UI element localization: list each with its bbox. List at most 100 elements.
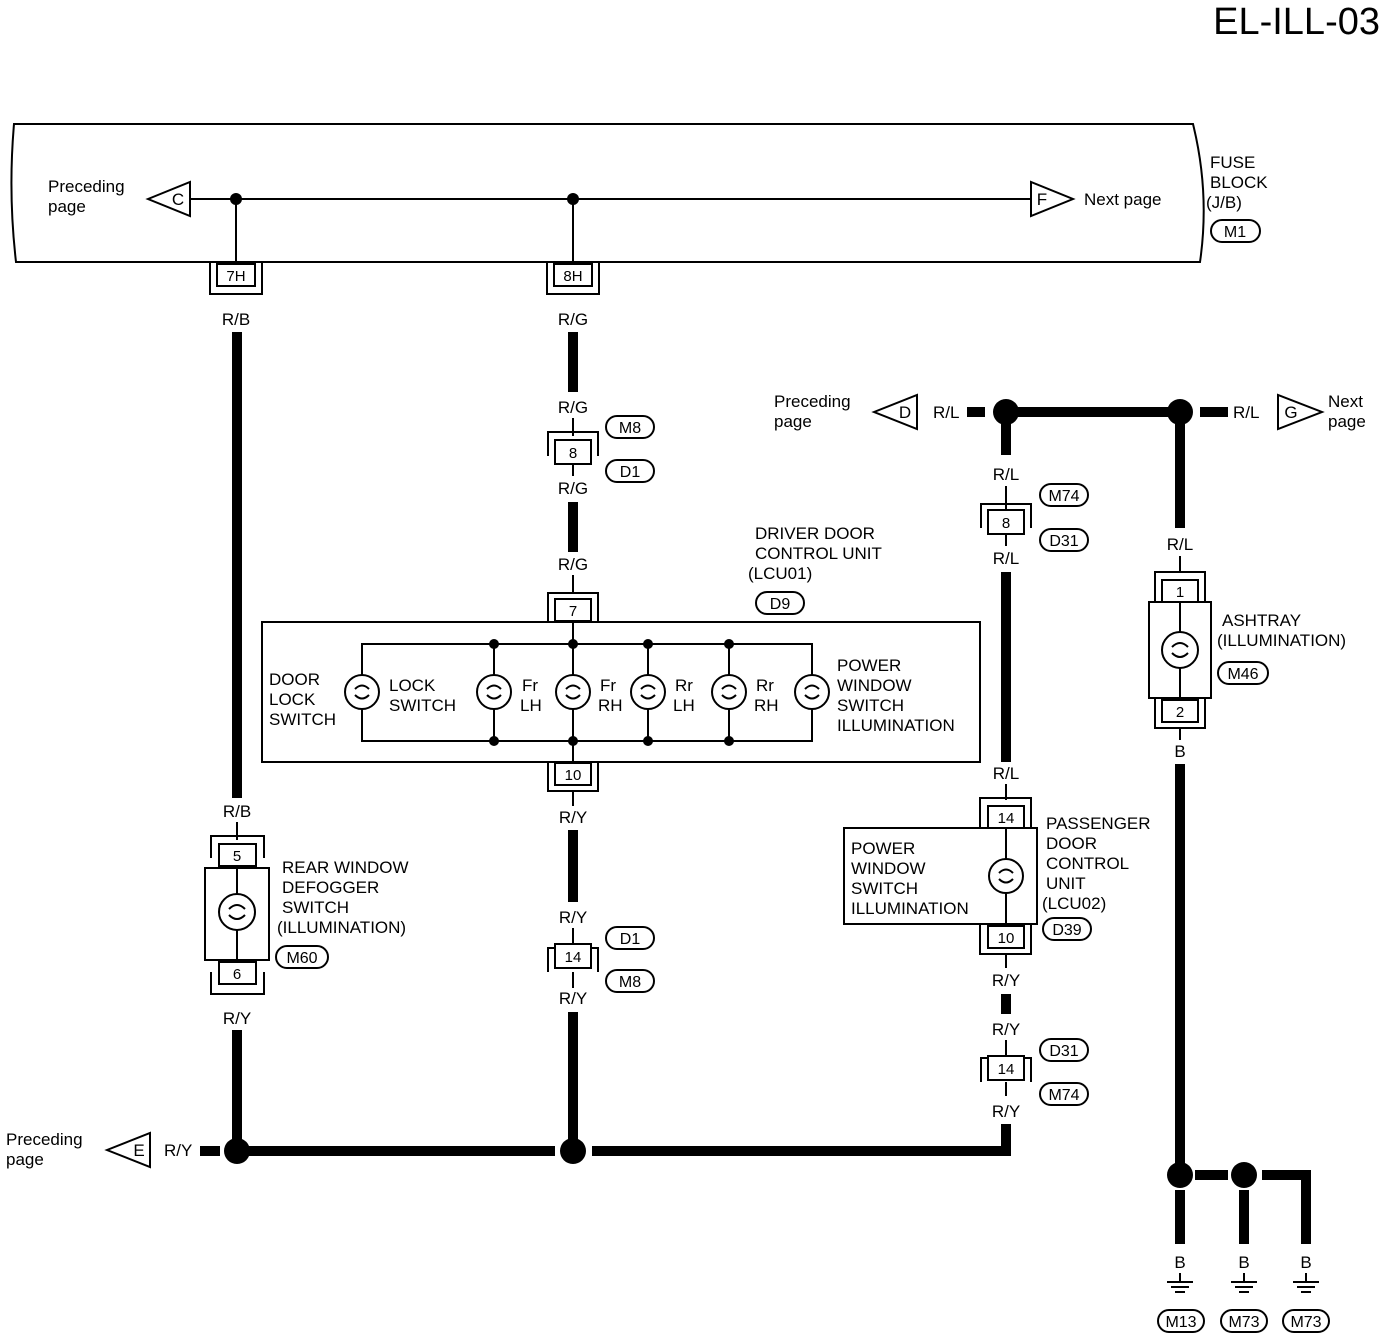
ashtray-illumination: 1 2 xyxy=(1148,571,1212,729)
wire-label-b-g1: B xyxy=(1174,1253,1185,1272)
svg-text:D: D xyxy=(899,403,911,422)
svg-text:F: F xyxy=(1037,190,1047,209)
svg-text:PASSENGER: PASSENGER xyxy=(1046,814,1151,833)
wire-label-rg-top: R/G xyxy=(558,310,588,329)
svg-text:SWITCH: SWITCH xyxy=(282,898,349,917)
ashtray-label: ASHTRAY (ILLUMINATION) xyxy=(1217,611,1346,650)
wire-label-ry-10: R/Y xyxy=(559,808,587,827)
svg-text:8H: 8H xyxy=(563,268,582,285)
connector-tag-M1: M1 xyxy=(1210,219,1261,243)
svg-text:RH: RH xyxy=(754,696,779,715)
svg-text:7: 7 xyxy=(569,603,577,620)
svg-text:page: page xyxy=(1328,412,1366,431)
pin-14-d1: 14 xyxy=(547,943,599,972)
wire-label-ry-d31: R/Y xyxy=(992,1020,1020,1039)
svg-text:(ILLUMINATION): (ILLUMINATION) xyxy=(1217,631,1346,650)
connector-tag-M8-lower: M8 xyxy=(605,969,655,993)
svg-text:CONTROL: CONTROL xyxy=(1046,854,1129,873)
wire-label-rl-ash: R/L xyxy=(1167,535,1193,554)
wire-label-rb-top: R/B xyxy=(222,310,250,329)
svg-text:SWITCH: SWITCH xyxy=(389,696,456,715)
rr-lh-lamp xyxy=(711,639,747,746)
passenger-unit-label: PASSENGER DOOR CONTROL UNIT (LCU02) xyxy=(1042,814,1151,913)
driver-unit-label: DRIVER DOOR CONTROL UNIT (LCU01) xyxy=(748,524,882,583)
pin-14-d31: 14 xyxy=(980,1055,1032,1082)
svg-text:WINDOW: WINDOW xyxy=(851,859,926,878)
svg-text:SWITCH: SWITCH xyxy=(851,879,918,898)
wire-label-rl-m74: R/L xyxy=(993,465,1019,484)
wire-label-b-g2: B xyxy=(1238,1253,1249,1272)
svg-text:M74: M74 xyxy=(1048,1087,1079,1104)
svg-text:D1: D1 xyxy=(620,931,641,948)
connector-tag-M8: M8 xyxy=(605,415,655,439)
connector-tag-D31: D31 xyxy=(1039,528,1089,552)
wire-label-ry-6: R/Y xyxy=(223,1009,251,1028)
next-page-label-g: Next page xyxy=(1328,392,1366,431)
splice-ry-left xyxy=(224,1138,250,1164)
svg-text:C: C xyxy=(172,190,184,209)
svg-text:Preceding: Preceding xyxy=(6,1130,83,1149)
wire-label-ry-pd10: R/Y xyxy=(992,971,1020,990)
pin-7: 7 xyxy=(547,592,599,622)
svg-text:Preceding: Preceding xyxy=(774,392,851,411)
svg-text:LOCK: LOCK xyxy=(269,690,316,709)
svg-text:POWER: POWER xyxy=(851,839,915,858)
svg-text:DOOR: DOOR xyxy=(1046,834,1097,853)
pin-7H: 7H xyxy=(209,262,263,295)
svg-text:FUSE: FUSE xyxy=(1210,153,1255,172)
svg-text:7H: 7H xyxy=(226,268,245,285)
svg-text:D9: D9 xyxy=(770,596,791,613)
next-page-label-f: Next page xyxy=(1084,190,1162,209)
svg-text:6: 6 xyxy=(233,966,241,983)
svg-text:D1: D1 xyxy=(620,464,641,481)
svg-text:ILLUMINATION: ILLUMINATION xyxy=(837,716,955,735)
svg-text:2: 2 xyxy=(1176,704,1184,721)
ground-symbol-M13: M13 xyxy=(1157,1273,1205,1333)
svg-text:Next: Next xyxy=(1328,392,1363,411)
svg-text:M8: M8 xyxy=(619,420,641,437)
svg-text:LH: LH xyxy=(520,696,542,715)
nav-arrow-E: E xyxy=(104,1131,151,1169)
lock-switch-lamp xyxy=(476,639,512,746)
svg-text:M73: M73 xyxy=(1290,1314,1321,1331)
svg-text:D39: D39 xyxy=(1052,922,1081,939)
wire-label-rl-d31: R/L xyxy=(993,549,1019,568)
svg-text:Rr: Rr xyxy=(675,676,693,695)
connector-tag-M74: M74 xyxy=(1039,483,1089,507)
svg-text:(ILLUMINATION): (ILLUMINATION) xyxy=(277,918,406,937)
connector-tag-D9: D9 xyxy=(755,591,805,615)
svg-text:M1: M1 xyxy=(1224,224,1246,241)
nav-arrow-C: C xyxy=(145,180,191,218)
nav-arrow-D: D xyxy=(871,393,918,431)
rr-rh-lamp xyxy=(794,674,830,710)
nav-arrow-F: F xyxy=(1030,180,1076,218)
svg-text:CONTROL UNIT: CONTROL UNIT xyxy=(755,544,882,563)
rear-defogger-switch: 5 6 xyxy=(204,835,270,995)
connector-tag-D31-lower: D31 xyxy=(1039,1038,1089,1062)
connector-tag-D1-lower: D1 xyxy=(605,926,655,950)
svg-text:(LCU01): (LCU01) xyxy=(748,564,812,583)
svg-text:14: 14 xyxy=(998,1061,1015,1078)
wire-label-ry-e: R/Y xyxy=(164,1141,192,1160)
svg-text:DEFOGGER: DEFOGGER xyxy=(282,878,379,897)
splice-ground-1 xyxy=(1167,1162,1193,1188)
preceding-page-label-e: Preceding page xyxy=(6,1130,83,1169)
svg-text:10: 10 xyxy=(998,930,1015,947)
svg-text:Fr: Fr xyxy=(600,676,616,695)
svg-text:M13: M13 xyxy=(1165,1314,1196,1331)
wire-label-ry-m74: R/Y xyxy=(992,1102,1020,1121)
svg-text:M46: M46 xyxy=(1227,666,1258,683)
svg-text:E: E xyxy=(133,1141,144,1160)
svg-text:14: 14 xyxy=(998,810,1015,827)
svg-text:G: G xyxy=(1284,403,1297,422)
wire-label-rg-7: R/G xyxy=(558,555,588,574)
wire-label-rl-g: R/L xyxy=(1233,403,1259,422)
svg-text:LOCK: LOCK xyxy=(389,676,436,695)
nav-arrow-G: G xyxy=(1277,393,1325,431)
svg-text:M8: M8 xyxy=(619,974,641,991)
wire-label-rg-m8: R/G xyxy=(558,398,588,417)
svg-text:WINDOW: WINDOW xyxy=(837,676,912,695)
splice-ry-center xyxy=(560,1138,586,1164)
connector-tag-M74-lower: M74 xyxy=(1039,1082,1089,1106)
